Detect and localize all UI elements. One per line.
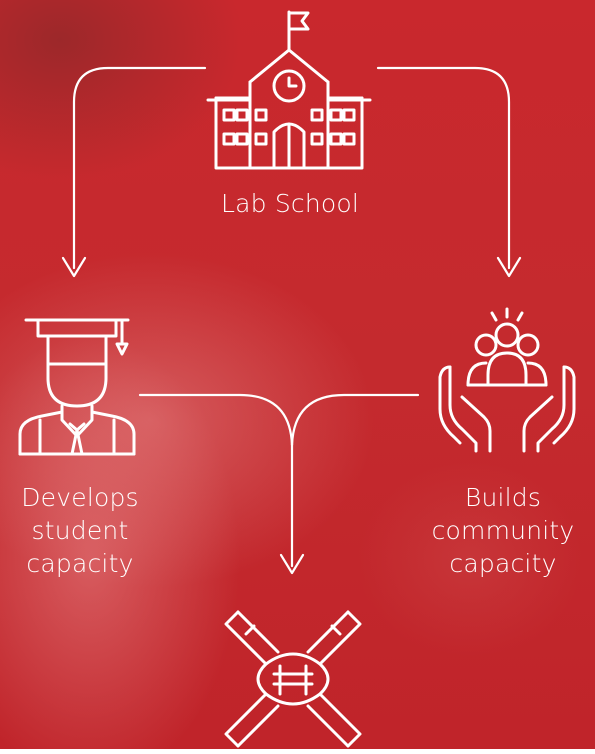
community-hands-icon <box>438 307 576 453</box>
label-builds: Builds <box>464 483 542 512</box>
label-lab-school: Lab School <box>220 189 360 218</box>
joined-hands-icon <box>224 610 362 748</box>
school-building-icon <box>206 10 372 170</box>
arrowhead-right <box>496 256 522 278</box>
label-capacity-left: capacity <box>26 549 134 578</box>
merge-right <box>290 393 420 447</box>
label-student: student <box>31 516 129 545</box>
label-develops: Develops <box>21 483 139 512</box>
arrowhead-left <box>61 256 87 278</box>
arrowhead-down <box>279 553 305 575</box>
graduate-student-icon <box>18 318 136 456</box>
arrow-school-to-community <box>376 66 511 270</box>
arrow-school-to-student <box>72 66 207 270</box>
label-community: community <box>431 516 575 545</box>
merge-left <box>138 393 294 447</box>
label-capacity-right: capacity <box>449 549 557 578</box>
